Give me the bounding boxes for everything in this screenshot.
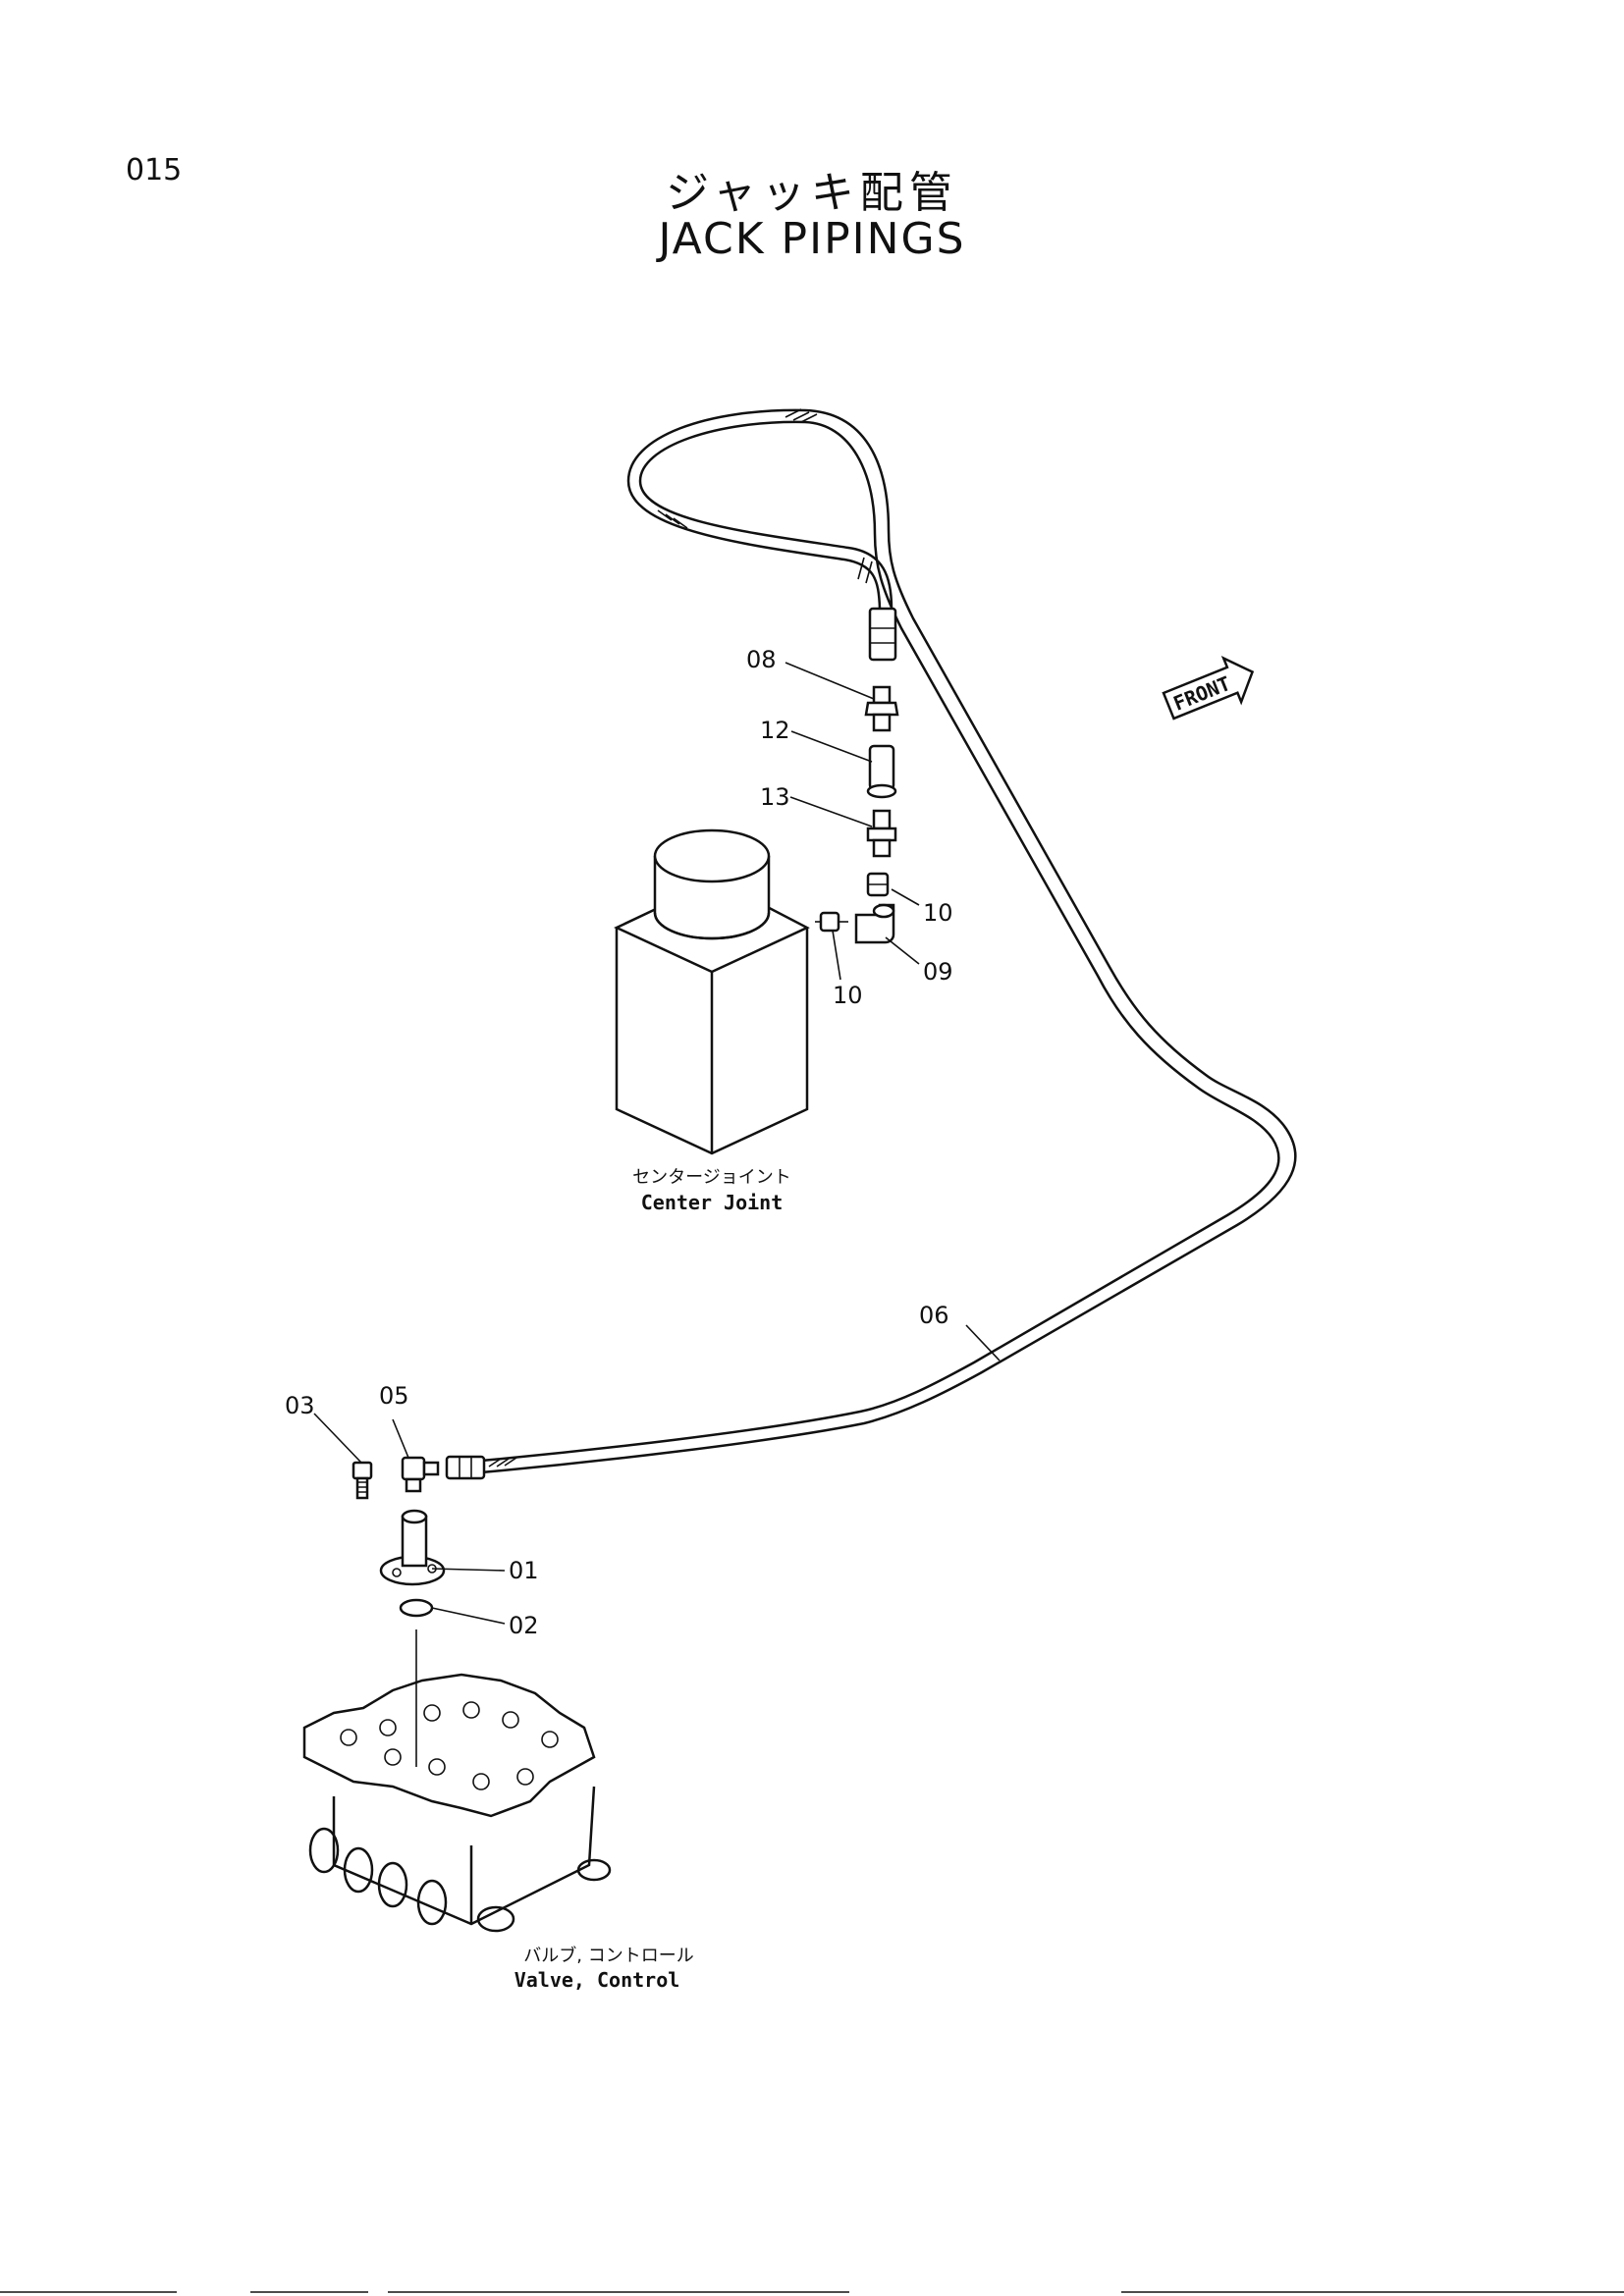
upper-hose-fitting: [868, 607, 897, 662]
page-number: 015: [126, 153, 183, 187]
part-09-elbow: [854, 903, 895, 944]
callout-09: 09: [923, 958, 953, 986]
title-japanese: ジャッキ配管: [666, 168, 958, 218]
part-01-flange: [379, 1509, 446, 1586]
leader-lines: [313, 662, 1001, 1625]
callout-03: 03: [285, 1392, 315, 1419]
captions: センタージョイント Center Joint バルブ, コントロール Valve…: [514, 1167, 791, 1992]
callout-13: 13: [760, 783, 790, 811]
part-13-nipple: [866, 809, 897, 858]
title-english: JACK PIPINGS: [658, 214, 966, 264]
front-direction-arrow: FRONT: [1162, 655, 1255, 721]
hose-06: [480, 408, 1297, 1474]
callout-06: 06: [919, 1302, 949, 1329]
control-valve: [302, 1629, 612, 1933]
center-joint: [614, 828, 810, 1155]
center-joint-caption-jp: センタージョイント: [632, 1167, 791, 1188]
part-05-elbow: [401, 1456, 440, 1493]
callout-numbers: 08 12 13 10 09 10 06 03 05 01 02: [285, 646, 953, 1639]
part-08-nipple: [864, 685, 899, 732]
callout-01: 01: [509, 1557, 539, 1584]
callout-08: 08: [746, 646, 777, 673]
callout-05: 05: [379, 1382, 409, 1410]
valve-caption-en: Valve, Control: [514, 1968, 680, 1992]
part-10-side-fitting: [815, 911, 848, 933]
part-10-upper-fitting: [866, 872, 890, 897]
callout-10-upper: 10: [923, 899, 953, 927]
lower-hose-fitting: [445, 1455, 517, 1480]
callout-10-lower: 10: [833, 982, 863, 1009]
valve-caption-jp: バルブ, コントロール: [523, 1945, 693, 1966]
callout-02: 02: [509, 1612, 539, 1639]
callout-12: 12: [760, 717, 790, 744]
center-joint-caption-en: Center Joint: [641, 1191, 784, 1214]
part-02-o-ring: [399, 1598, 434, 1618]
part-12-adapter: [866, 744, 897, 799]
part-03-bolt: [352, 1461, 373, 1500]
